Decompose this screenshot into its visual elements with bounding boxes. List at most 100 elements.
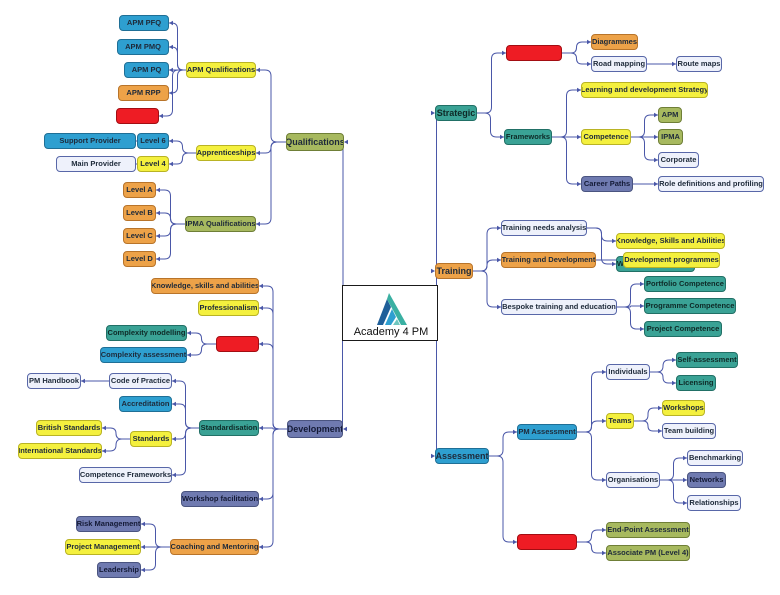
node-strategic-red[interactable] bbox=[506, 45, 562, 61]
node-end-point-assessment[interactable]: End-Point Assessment bbox=[606, 522, 690, 538]
node-individuals[interactable]: Individuals bbox=[606, 364, 650, 380]
node-relationships[interactable]: Relationships bbox=[687, 495, 741, 511]
node-teams[interactable]: Teams bbox=[606, 413, 634, 429]
node-apm[interactable]: APM bbox=[658, 107, 682, 123]
arrowhead-code-of-practice-pm-handbook bbox=[81, 378, 85, 384]
node-career-paths[interactable]: Career Paths bbox=[581, 176, 633, 192]
arrowhead-qualifications-apm-qualifications bbox=[256, 67, 260, 73]
node-training-needs-analysis[interactable]: Training needs analysis bbox=[501, 220, 587, 236]
node-coaching-mentoring[interactable]: Coaching and Mentoring bbox=[170, 539, 259, 555]
node-training[interactable]: Training bbox=[435, 263, 473, 279]
node-pm-handbook[interactable]: PM Handbook bbox=[27, 373, 81, 389]
link-complexity-red-complexity-modelling bbox=[187, 332, 216, 345]
node-corporate[interactable]: Corporate bbox=[658, 152, 699, 168]
node-project-competence[interactable]: Project Competence bbox=[644, 321, 722, 337]
node-ksa-right[interactable]: Knowledge, Skills and Abilities bbox=[616, 233, 725, 249]
node-workshop-facilitation[interactable]: Workshop facilitation bbox=[181, 491, 259, 507]
node-diagrammes[interactable]: Diagrammes bbox=[591, 34, 638, 50]
node-bespoke-training[interactable]: Bespoke training and education bbox=[501, 299, 617, 315]
node-apm-pq[interactable]: APM PQ bbox=[124, 62, 169, 78]
node-associate-pm[interactable]: Associate PM (Level 4) bbox=[606, 545, 690, 561]
node-development[interactable]: Development bbox=[287, 420, 343, 438]
node-support-provider[interactable]: Support Provider bbox=[44, 133, 136, 149]
arrowhead-apm-qualifications-apm-pq bbox=[169, 67, 173, 73]
arrowhead-training-training-and-development bbox=[497, 257, 501, 263]
node-portfolio-competence[interactable]: Portfolio Competence bbox=[644, 276, 726, 292]
node-professionalism[interactable]: Professionalism bbox=[198, 300, 259, 316]
node-assessment-red[interactable] bbox=[517, 534, 577, 550]
link-development-coaching-mentoring bbox=[259, 428, 287, 548]
node-ipma-qualifications[interactable]: IPMA Qualifications bbox=[185, 216, 256, 232]
node-code-of-practice[interactable]: Code of Practice bbox=[109, 373, 172, 389]
node-frameworks[interactable]: Frameworks bbox=[504, 129, 552, 145]
node-complexity-modelling[interactable]: Complexity modelling bbox=[106, 325, 187, 341]
arrowhead-assessment-assessment-red bbox=[513, 539, 517, 545]
arrowhead-assessment-pm-assessment bbox=[513, 429, 517, 435]
arrowhead-center-assessment bbox=[431, 453, 435, 459]
node-level-c[interactable]: Level C bbox=[123, 228, 156, 244]
arrowhead-standards-british-standards bbox=[102, 425, 106, 431]
arrowhead-assessment-red-end-point-assessment bbox=[602, 527, 606, 533]
node-competence[interactable]: Competence bbox=[581, 129, 631, 145]
node-international-standards[interactable]: International Standards bbox=[18, 443, 102, 459]
node-accreditation[interactable]: Accreditation bbox=[119, 396, 172, 412]
node-team-building[interactable]: Team building bbox=[662, 423, 716, 439]
arrowhead-center-strategic bbox=[431, 110, 435, 116]
node-apm-red[interactable] bbox=[116, 108, 159, 124]
node-self-assessment[interactable]: Self-assessment bbox=[676, 352, 738, 368]
node-complexity-red[interactable] bbox=[216, 336, 259, 352]
arrowhead-pm-assessment-individuals bbox=[602, 369, 606, 375]
arrowhead-strategic-red-road-mapping bbox=[587, 61, 591, 67]
node-qualifications[interactable]: Qualifications bbox=[286, 133, 344, 151]
node-knowledge-skills-abilities[interactable]: Knowledge, skills and abilities bbox=[151, 278, 259, 294]
node-standardisation[interactable]: Standardisation bbox=[199, 420, 259, 436]
link-teams-team-building bbox=[634, 420, 662, 432]
arrowhead-coaching-mentoring-leadership bbox=[141, 567, 145, 573]
link-competence-corporate bbox=[631, 136, 658, 161]
node-level-b[interactable]: Level B bbox=[123, 205, 156, 221]
node-programme-competence[interactable]: Programme Competence bbox=[644, 298, 736, 314]
node-training-and-development[interactable]: Training and Development bbox=[501, 252, 596, 268]
node-pm-assessment[interactable]: PM Assessment bbox=[517, 424, 577, 440]
center-node[interactable]: Academy 4 PM bbox=[342, 285, 438, 341]
node-networks[interactable]: Networks bbox=[687, 472, 726, 488]
node-competence-frameworks[interactable]: Competence Frameworks bbox=[79, 467, 172, 483]
node-risk-management[interactable]: Risk Management bbox=[76, 516, 141, 532]
link-assessment-pm-assessment bbox=[489, 431, 517, 457]
arrowhead-apm-qualifications-apm-pfq bbox=[169, 20, 173, 26]
node-benchmarking[interactable]: Benchmarking bbox=[687, 450, 743, 466]
arrowhead-road-mapping-route-maps bbox=[672, 61, 676, 67]
node-road-mapping[interactable]: Road mapping bbox=[591, 56, 647, 72]
node-workshops[interactable]: Workshops bbox=[662, 400, 705, 416]
node-apm-rpp[interactable]: APM RPP bbox=[118, 85, 169, 101]
node-level-d[interactable]: Level D bbox=[123, 251, 156, 267]
arrowhead-complexity-red-complexity-modelling bbox=[187, 330, 191, 336]
node-learning-dev-strategy[interactable]: Learning and development Strategy bbox=[581, 82, 708, 98]
node-level-a[interactable]: Level A bbox=[123, 182, 156, 198]
node-british-standards[interactable]: British Standards bbox=[36, 420, 102, 436]
node-level-6[interactable]: Level 6 bbox=[137, 133, 169, 149]
node-main-provider[interactable]: Main Provider bbox=[56, 156, 136, 172]
node-complexity-assessment[interactable]: Complexity assessment bbox=[100, 347, 187, 363]
node-level-4[interactable]: Level 4 bbox=[137, 156, 169, 172]
node-apm-qualifications[interactable]: APM Qualifications bbox=[186, 62, 256, 78]
node-development-programmes[interactable]: Development programmes bbox=[623, 252, 720, 268]
node-apm-pmq[interactable]: APM PMQ bbox=[117, 39, 169, 55]
node-apm-pfq[interactable]: APM PFQ bbox=[119, 15, 169, 31]
node-project-management[interactable]: Project Management bbox=[65, 539, 141, 555]
node-leadership[interactable]: Leadership bbox=[97, 562, 141, 578]
node-licensing[interactable]: Licensing bbox=[676, 375, 716, 391]
node-strategic[interactable]: Strategic bbox=[435, 105, 477, 121]
node-route-maps[interactable]: Route maps bbox=[676, 56, 722, 72]
arrowhead-strategic-strategic-red bbox=[502, 50, 506, 56]
arrowhead-frameworks-competence bbox=[577, 134, 581, 140]
node-organisations[interactable]: Organisations bbox=[606, 472, 660, 488]
node-ipma[interactable]: IPMA bbox=[658, 129, 683, 145]
node-assessment[interactable]: Assessment bbox=[435, 448, 489, 464]
node-role-definitions[interactable]: Role definitions and profiling bbox=[658, 176, 764, 192]
arrowhead-strategic-frameworks bbox=[500, 134, 504, 140]
node-standards[interactable]: Standards bbox=[130, 431, 172, 447]
link-training-training-and-development bbox=[473, 259, 501, 272]
link-assessment-red-end-point-assessment bbox=[577, 529, 606, 543]
node-apprenticeships[interactable]: Apprenticeships bbox=[196, 145, 256, 161]
